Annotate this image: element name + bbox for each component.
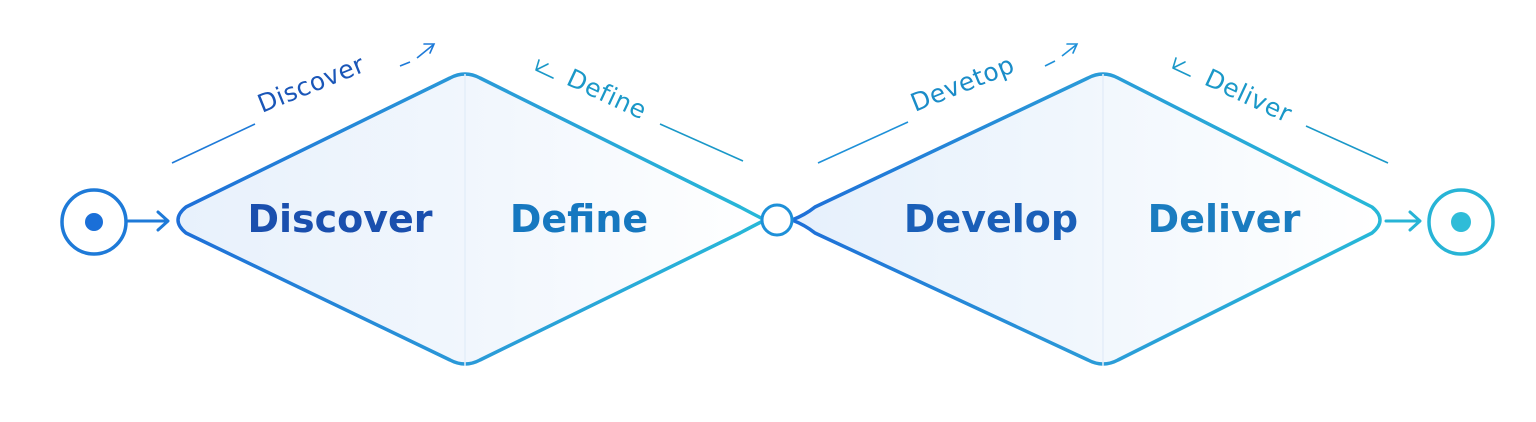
end-arrow-icon <box>1384 210 1422 232</box>
start-node-icon <box>60 188 128 256</box>
phase-label-define: Define <box>510 197 648 241</box>
phase-label-deliver: Deliver <box>1148 197 1301 241</box>
edge-label-discover: Discover <box>253 49 369 118</box>
edge-label-develop: Devetop <box>906 50 1018 118</box>
diamond-discover-define <box>176 72 767 366</box>
phase-label-develop: Develop <box>904 197 1078 241</box>
phase-label-discover: Discover <box>247 197 432 241</box>
edge-label-define: Define <box>562 63 651 125</box>
end-node-icon <box>1427 188 1495 256</box>
midpoint-node-icon <box>760 203 794 237</box>
start-arrow-icon <box>126 210 170 232</box>
edge-label-deliver: Deliver <box>1200 63 1296 128</box>
